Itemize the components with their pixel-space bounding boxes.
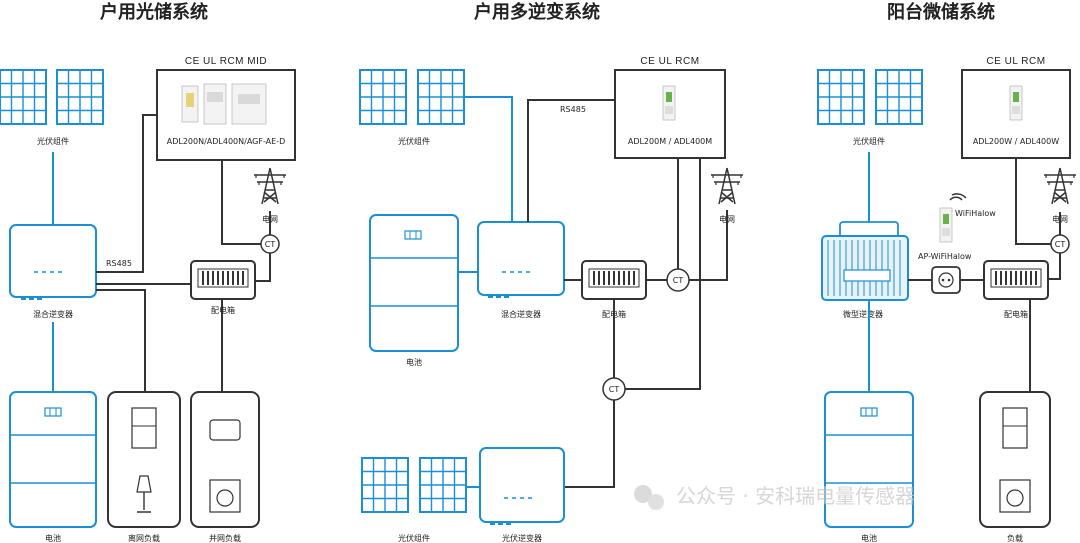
battery-icon <box>9 391 97 528</box>
wifi-icon <box>949 193 967 201</box>
battery-label: 电池 <box>406 357 422 367</box>
meter-device-icon <box>1009 85 1023 121</box>
system-balcony: 光伏组件 微型逆变器 电池 WiFiHalow AP-WiFiHalow 配电箱 <box>817 56 1077 543</box>
grid-label: 电网 <box>719 214 735 224</box>
ct-icon <box>260 234 280 254</box>
pv-panel-icon <box>419 457 467 513</box>
ct-label: CT <box>1055 240 1066 249</box>
meter-certs: CE UL RCM <box>640 56 699 67</box>
grid-tower-icon <box>253 167 287 205</box>
ap-wifihalow-label: AP-WiFiHalow <box>918 252 972 261</box>
watermark-text: 公众号 · 安科瑞电量传感器 <box>676 484 915 508</box>
wifihalow-label: WiFiHalow <box>955 209 996 218</box>
meter-models: ADL200M / ADL400M <box>628 137 712 146</box>
dist-box-label: 配电箱 <box>211 305 235 315</box>
pv-label: 光伏组件 <box>398 136 430 146</box>
meter-device-icon <box>203 83 227 125</box>
grid-load-label: 并网负载 <box>209 533 241 543</box>
battery-label: 电池 <box>861 533 877 543</box>
grid-label: 电网 <box>262 214 278 224</box>
battery-icon <box>824 391 914 528</box>
distribution-box-icon <box>983 260 1049 300</box>
distribution-box-icon <box>581 260 647 300</box>
tv-icon <box>209 419 241 441</box>
pv-panel-icon <box>56 69 104 125</box>
lamp-icon <box>136 475 152 493</box>
system-multi: 光伏组件 电池 混合逆变器 RS485 CE UL RCM ADL200M / … <box>359 56 744 543</box>
pv-inverter-icon <box>479 447 565 523</box>
pv-panel-icon <box>417 69 465 125</box>
distribution-box-icon <box>190 260 256 300</box>
hybrid-inverter-label: 混合逆变器 <box>33 309 73 319</box>
hybrid-inverter-label: 混合逆变器 <box>501 309 541 319</box>
rs485-label: RS485 <box>106 259 132 268</box>
offgrid-load-box <box>107 391 181 528</box>
ct-label: CT <box>609 385 620 394</box>
fridge-icon <box>131 407 157 449</box>
watermark: 公众号 · 安科瑞电量传感器 <box>634 484 915 510</box>
ct-label: CT <box>265 240 276 249</box>
pv-label: 光伏组件 <box>37 136 69 146</box>
grid-tower-icon <box>710 167 744 205</box>
title-multi: 户用多逆变系统 <box>474 1 600 23</box>
meter-certs: CE UL RCM MID <box>185 56 267 67</box>
pv-panel-icon <box>361 457 409 513</box>
meter-certs: CE UL RCM <box>986 56 1045 67</box>
dist-box-label: 配电箱 <box>1004 309 1028 319</box>
micro-inverter-label: 微型逆变器 <box>843 309 883 319</box>
title-residential: 户用光储系统 <box>100 1 208 23</box>
micro-inverter-icon <box>821 221 909 301</box>
pv-panel-icon <box>0 69 47 125</box>
rs485-label: RS485 <box>560 105 586 114</box>
system-residential: 光伏组件 混合逆变器 电池 CE UL RCM MID ADL200N/ADL4… <box>0 56 296 543</box>
grid-load-box <box>190 391 260 528</box>
grid-label: 电网 <box>1052 214 1068 224</box>
battery-icon <box>369 214 459 352</box>
hybrid-inverter-icon <box>477 221 565 296</box>
pv-panel-icon <box>817 69 865 125</box>
title-balcony: 阳台微储系统 <box>887 1 995 23</box>
pv-panel-icon <box>359 69 407 125</box>
offgrid-load-label: 离网负载 <box>128 533 160 543</box>
pv-inverter-label: 光伏逆变器 <box>502 533 542 543</box>
battery-label: 电池 <box>45 533 61 543</box>
pv-panel-icon <box>875 69 923 125</box>
load-label: 负载 <box>1007 533 1023 543</box>
grid-tower-icon <box>1043 167 1077 205</box>
meter-models: ADL200N/ADL400N/AGF-AE-D <box>167 137 286 146</box>
wifihalow-device-icon <box>939 207 953 243</box>
pv-label: 光伏组件 <box>853 136 885 146</box>
load-box <box>979 391 1051 528</box>
pv-label: 光伏组件 <box>398 533 430 543</box>
hybrid-inverter-icon <box>9 224 97 298</box>
ct-label: CT <box>673 276 684 285</box>
meter-models: ADL200W / ADL400W <box>973 137 1059 146</box>
fridge-icon <box>1002 407 1028 449</box>
meter-device-icon <box>662 85 676 121</box>
